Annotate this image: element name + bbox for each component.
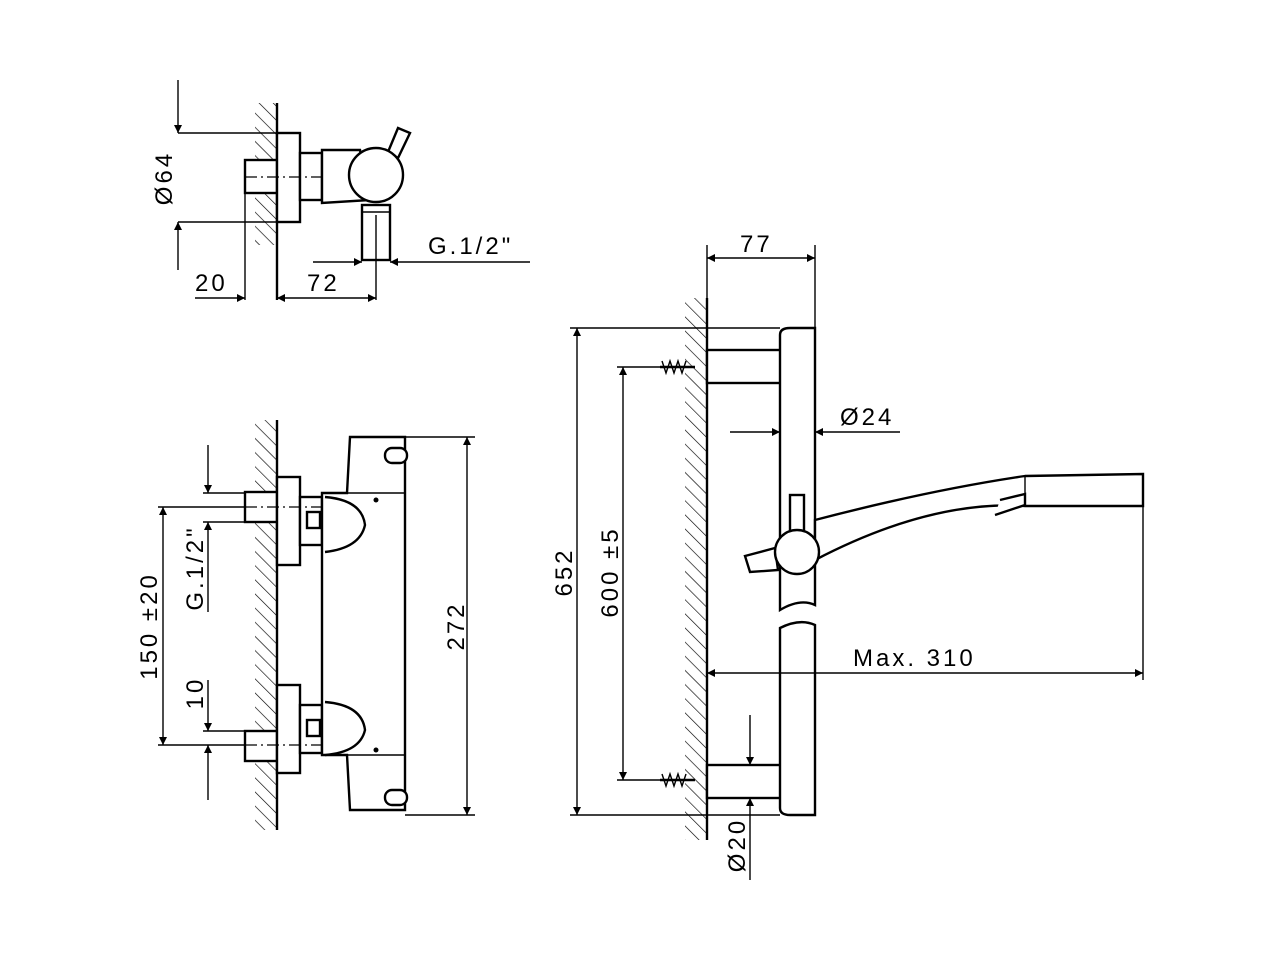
top-bracket xyxy=(705,348,787,385)
wall-hatch xyxy=(255,420,277,830)
dim-max-310: Max. 310 xyxy=(853,645,976,672)
dim-72: 72 xyxy=(307,270,340,297)
dim-bracket-diameter: Ø20 xyxy=(724,818,751,872)
screw-bottom xyxy=(660,771,695,789)
shower-rail-view: 77 Ø24 652 600 ±5 Max. 310 Ø20 xyxy=(551,231,1145,880)
wall-hatch xyxy=(685,298,707,840)
dim-rail-diameter: Ø24 xyxy=(840,404,894,431)
dim-272: 272 xyxy=(443,601,470,650)
dim-600: 600 ±5 xyxy=(597,526,624,617)
slider xyxy=(773,528,821,576)
hose xyxy=(743,546,780,574)
bottom-bracket xyxy=(705,763,787,800)
handle xyxy=(347,146,405,204)
dim-diameter-64: Ø64 xyxy=(151,151,178,205)
rail-lower xyxy=(778,620,817,817)
dim-652: 652 xyxy=(551,547,578,596)
dim-inlet-thread: G.1/2" xyxy=(182,525,209,610)
dim-77: 77 xyxy=(740,231,773,258)
top-view: Ø64 20 72 G.1/2" xyxy=(151,80,530,302)
dim-20: 20 xyxy=(195,270,228,297)
front-view: 272 150 ±20 G.1/2" 10 xyxy=(136,420,475,830)
hand-shower xyxy=(813,472,1145,562)
dim-thread: G.1/2" xyxy=(428,233,513,260)
screw-top xyxy=(660,358,695,376)
dim-10: 10 xyxy=(182,677,209,710)
dim-150: 150 ±20 xyxy=(136,572,163,680)
